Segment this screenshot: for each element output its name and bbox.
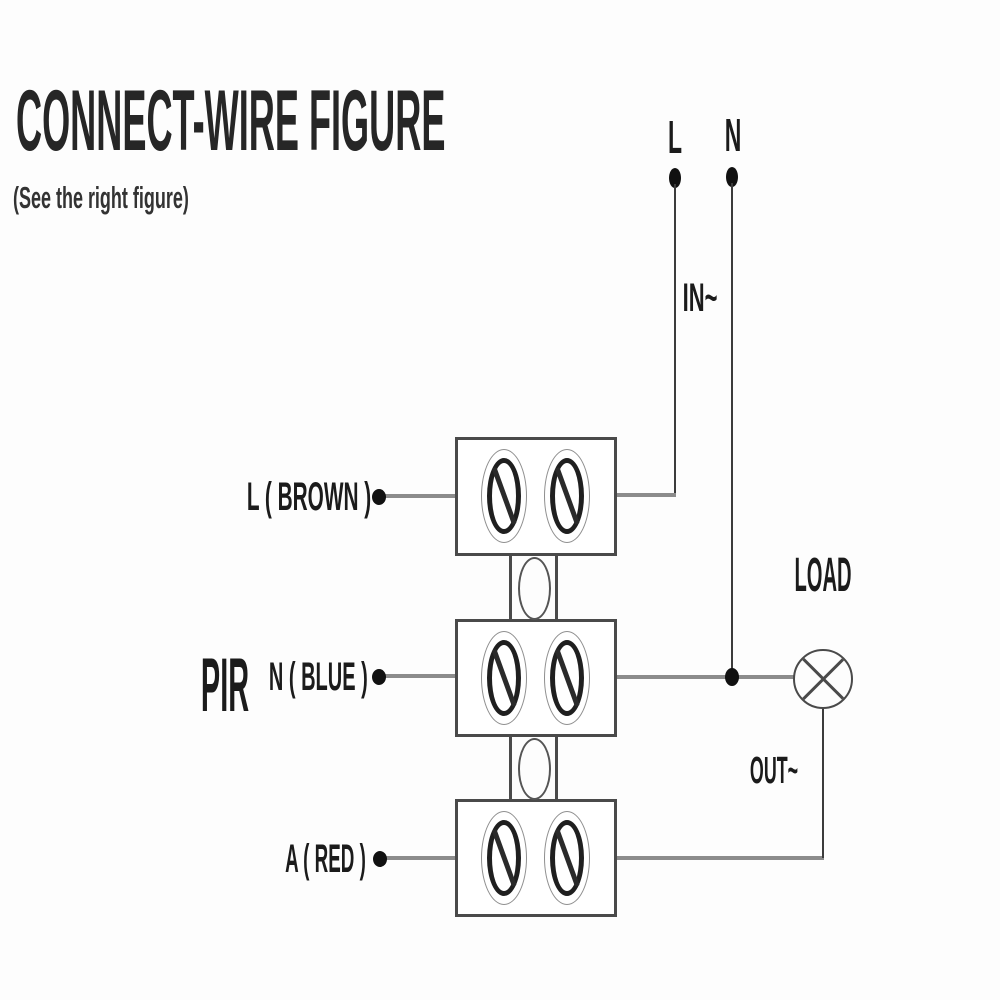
pir-device-label: PIR (200, 643, 250, 728)
wire-brown (379, 494, 457, 498)
connector-ellipse (518, 557, 551, 620)
wire-red (380, 856, 457, 860)
connector-ellipse (518, 738, 551, 800)
neutral-supply-dot (726, 167, 738, 187)
out-label: OUT~ (749, 750, 799, 792)
channel-wall (509, 554, 512, 621)
screw-terminal-icon (481, 449, 527, 543)
wire-block-to-load (616, 675, 794, 679)
terminal-block-live (455, 437, 617, 556)
channel-wall (555, 554, 558, 621)
terminal-block-aux (455, 799, 617, 917)
screw-terminal-icon (544, 811, 590, 905)
load-lamp-icon (793, 649, 853, 709)
live-line (674, 184, 676, 495)
terminal-label-brown: L ( BROWN ) (246, 475, 371, 519)
channel-wall (555, 735, 558, 801)
wire-load-drop (822, 706, 824, 858)
wire-blue (379, 674, 457, 678)
wire-live-to-block (616, 493, 676, 497)
screw-terminal-icon (544, 631, 590, 725)
page-subtitle: (See the right figure) (13, 180, 189, 215)
terminal-label-blue: N ( BLUE ) (269, 655, 368, 699)
brown-wire-dot (372, 489, 386, 505)
load-label: LOAD (794, 549, 852, 602)
screw-terminal-icon (481, 631, 527, 725)
blue-wire-dot (372, 669, 386, 685)
live-supply-label: L (667, 111, 683, 163)
terminal-block-neutral (455, 619, 617, 737)
live-supply-dot (669, 168, 681, 188)
channel-wall (509, 735, 512, 801)
terminal-label-red: A ( RED ) (285, 837, 366, 881)
red-wire-dot (373, 851, 387, 867)
screw-terminal-icon (544, 449, 590, 543)
wire-out-bottom (616, 856, 824, 860)
in-label: IN~ (682, 276, 718, 320)
neutral-supply-label: N (724, 109, 742, 161)
page-title: CONNECT-WIRE FIGURE (16, 73, 446, 169)
screw-terminal-icon (481, 811, 527, 905)
neutral-line (731, 183, 733, 678)
junction-dot (725, 668, 739, 686)
